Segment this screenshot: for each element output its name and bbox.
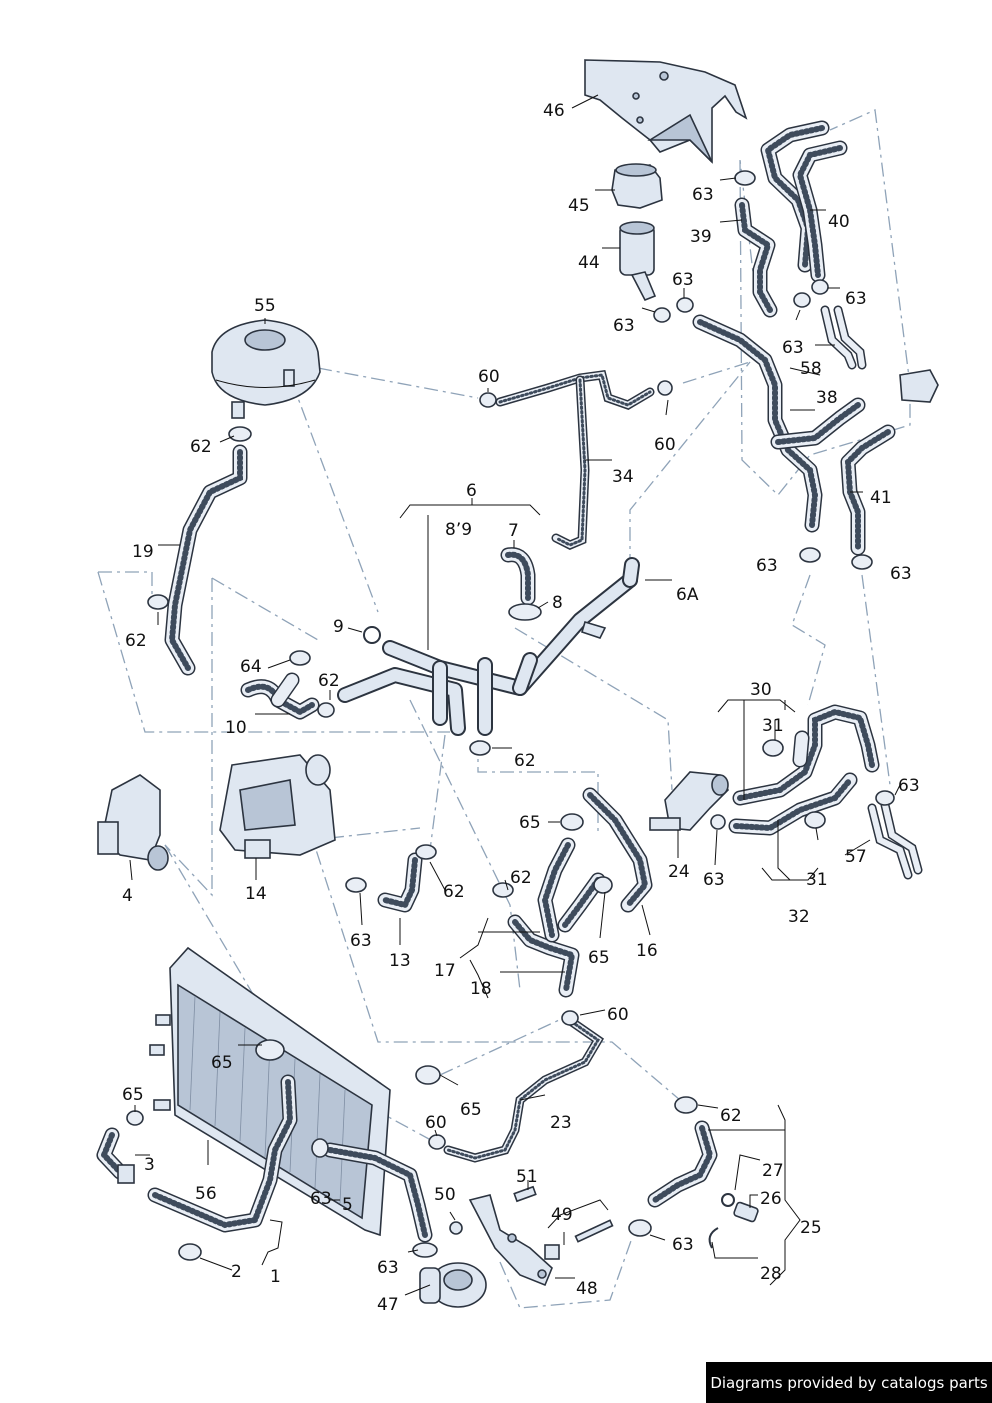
callout-62a: 62: [190, 437, 212, 457]
callout-13: 13: [389, 951, 411, 971]
callout-2: 2: [231, 1262, 242, 1282]
callout-63h: 63: [898, 776, 920, 796]
callout-63k: 63: [310, 1189, 332, 1209]
valve-4: [97, 774, 169, 871]
callout-32: 32: [788, 907, 810, 927]
callout-55: 55: [254, 296, 276, 316]
callout-3: 3: [144, 1155, 155, 1175]
callout-50: 50: [434, 1185, 456, 1205]
callout-26: 26: [760, 1189, 782, 1209]
callout-48: 48: [576, 1279, 598, 1299]
callout-51: 51: [516, 1167, 538, 1187]
callout-5: 5: [342, 1195, 353, 1215]
callout-60a: 60: [478, 367, 500, 387]
callout-89: 8’9: [445, 520, 472, 540]
callout-62f: 62: [443, 882, 465, 902]
hoses: [96, 120, 923, 1243]
callout-63i: 63: [703, 870, 725, 890]
callout-63d: 63: [613, 316, 635, 336]
callout-labels: 46 45 44 55 63 40 39 63 63 63 63 58 60 3…: [122, 101, 920, 1315]
callout-62c: 62: [318, 671, 340, 691]
callout-62g: 62: [720, 1106, 742, 1126]
callout-45: 45: [568, 196, 590, 216]
callout-63j: 63: [350, 931, 372, 951]
callout-19: 19: [132, 542, 154, 562]
callout-63g: 63: [890, 564, 912, 584]
footer-credit: Diagrams provided by catalogs parts: [706, 1362, 992, 1403]
callout-65c: 65: [211, 1053, 233, 1073]
callout-27: 27: [762, 1161, 784, 1181]
callout-62b: 62: [125, 631, 147, 651]
callout-4: 4: [122, 886, 133, 906]
radiator-56: [149, 946, 391, 1237]
pump-holder-45: [611, 163, 663, 209]
callout-10: 10: [225, 718, 247, 738]
callout-16: 16: [636, 941, 658, 961]
coolant-pipe-6: [337, 557, 640, 736]
callout-65e: 65: [460, 1100, 482, 1120]
callout-58: 58: [800, 359, 822, 379]
callout-28: 28: [760, 1264, 782, 1284]
callout-63b: 63: [672, 270, 694, 290]
hose-clamps: [126, 170, 895, 1258]
callout-65d: 65: [122, 1085, 144, 1105]
small-parts: [117, 369, 939, 1261]
callout-30: 30: [750, 680, 772, 700]
callout-23: 23: [550, 1113, 572, 1133]
callout-60d: 60: [425, 1113, 447, 1133]
callout-38: 38: [816, 388, 838, 408]
leader-lines: [129, 94, 901, 1296]
callout-57: 57: [845, 847, 867, 867]
bracket-48: [468, 1194, 553, 1287]
callout-14: 14: [245, 884, 267, 904]
callout-63m: 63: [377, 1258, 399, 1278]
callout-40: 40: [828, 212, 850, 232]
expansion-tank-55: [211, 319, 321, 419]
callout-31b: 31: [806, 870, 828, 890]
callout-25: 25: [800, 1218, 822, 1238]
bracket-46: [584, 59, 748, 164]
callout-31a: 31: [762, 716, 784, 736]
callout-65b: 65: [588, 948, 610, 968]
callout-63c: 63: [845, 289, 867, 309]
callout-60c: 60: [607, 1005, 629, 1025]
connector-24: [649, 771, 729, 831]
callout-65a: 65: [519, 813, 541, 833]
callout-6: 6: [466, 481, 477, 501]
callout-18: 18: [470, 979, 492, 999]
callout-8: 8: [552, 593, 563, 613]
callout-1: 1: [270, 1267, 281, 1287]
callout-63e: 63: [782, 338, 804, 358]
callout-49: 49: [551, 1205, 573, 1225]
callout-56: 56: [195, 1184, 217, 1204]
callout-63a: 63: [692, 185, 714, 205]
callout-17: 17: [434, 961, 456, 981]
callout-63f: 63: [756, 556, 778, 576]
callout-24: 24: [668, 862, 690, 882]
callout-64: 64: [240, 657, 262, 677]
housing-14: [219, 754, 336, 859]
callout-63l: 63: [672, 1235, 694, 1255]
callout-6a: 6A: [676, 585, 699, 605]
callout-39: 39: [690, 227, 712, 247]
callout-62d: 62: [514, 751, 536, 771]
callout-62e: 62: [510, 868, 532, 888]
callout-9: 9: [333, 617, 344, 637]
callout-46: 46: [543, 101, 565, 121]
auxiliary-pump-44: [619, 221, 657, 302]
callout-34: 34: [612, 467, 634, 487]
callout-47: 47: [377, 1295, 399, 1315]
callout-60b: 60: [654, 435, 676, 455]
callout-44: 44: [578, 253, 600, 273]
callout-41: 41: [870, 488, 892, 508]
callout-7: 7: [508, 521, 519, 541]
